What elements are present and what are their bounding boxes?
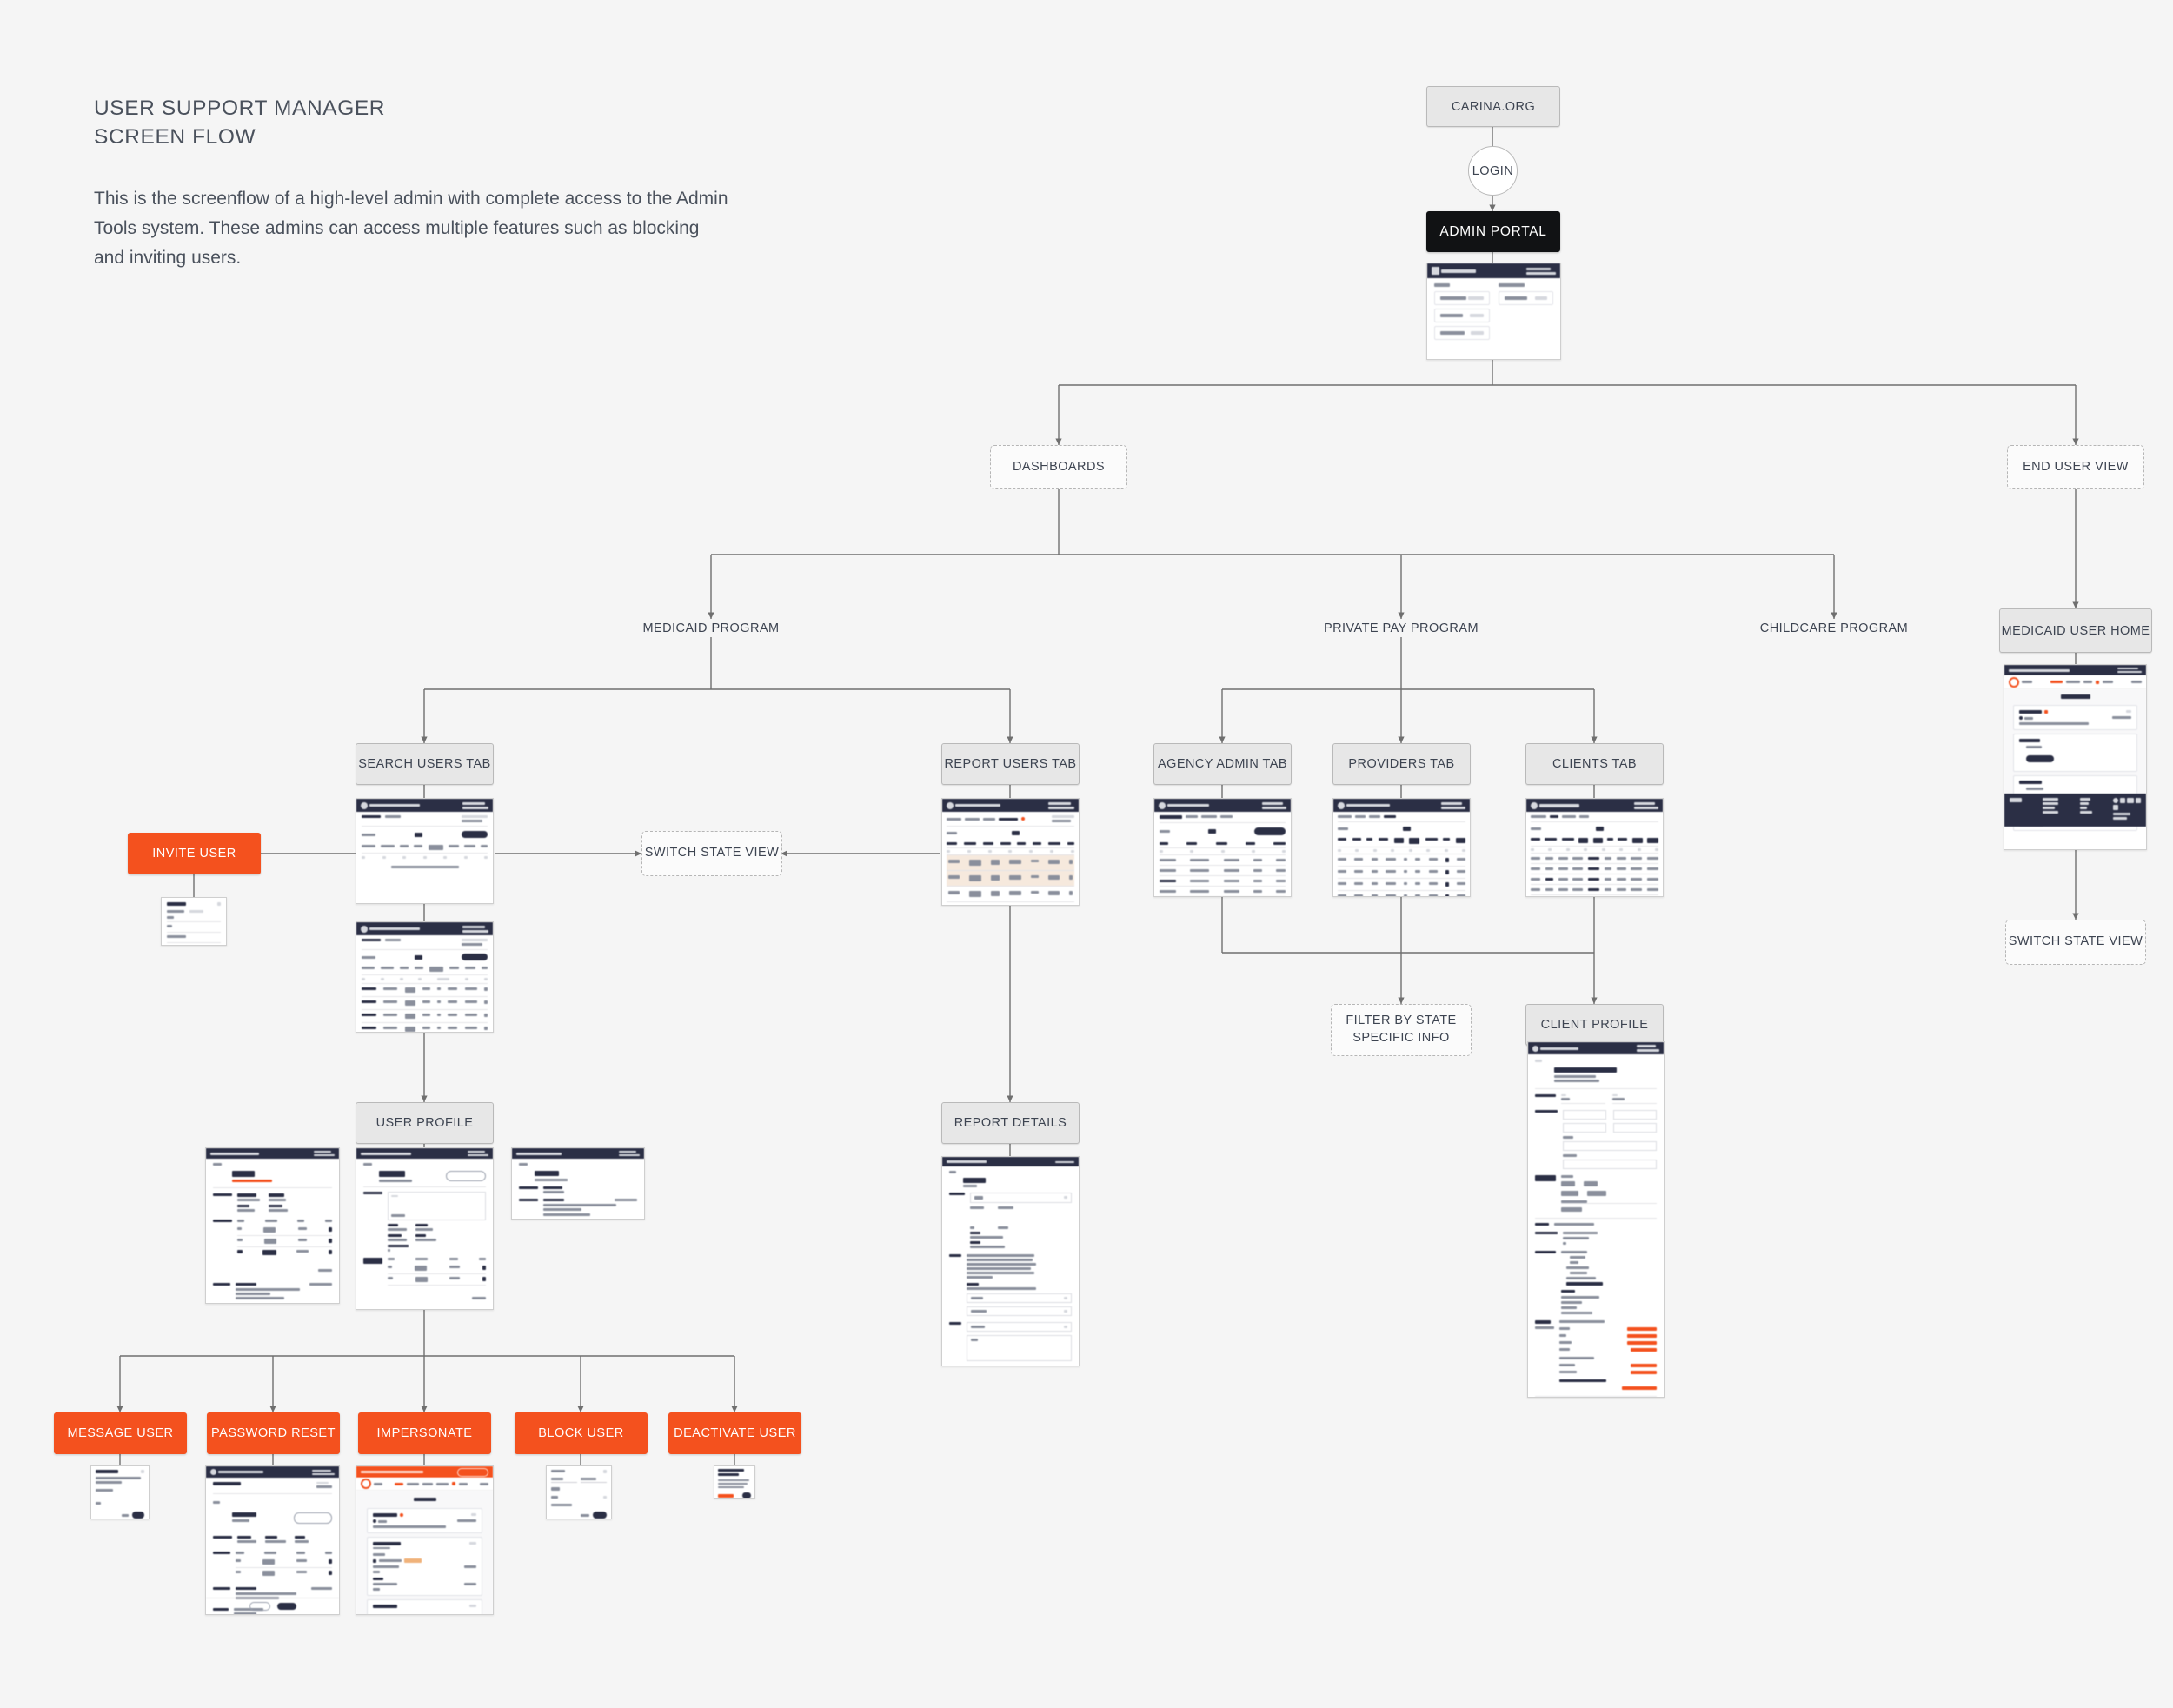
node-switch-state-view-enduser[interactable]: SWITCH STATE VIEW [2005, 920, 2146, 965]
node-medicaid-user-home-label: MEDICAID USER HOME [2001, 623, 2150, 638]
node-deactivate-user[interactable]: DEACTIVATE USER [668, 1412, 801, 1454]
node-agency-admin-tab-label: AGENCY ADMIN TAB [1157, 757, 1287, 771]
thumbnail-providers-tab[interactable] [1332, 798, 1471, 897]
node-end-user-view-label: END USER VIEW [2023, 459, 2129, 474]
thumbnail-medicaid-user-home[interactable] [2004, 664, 2147, 850]
page-title-line2: SCREEN FLOW [94, 125, 256, 150]
node-password-reset[interactable]: PASSWORD RESET [207, 1412, 340, 1454]
node-client-profile[interactable]: CLIENT PROFILE [1525, 1004, 1664, 1046]
node-providers-tab-label: PROVIDERS TAB [1348, 757, 1455, 771]
thumbnail-user-profile-account[interactable] [511, 1147, 645, 1220]
node-filter-by-state-specific-info[interactable]: FILTER BY STATE SPECIFIC INFO [1331, 1004, 1472, 1056]
node-client-profile-label: CLIENT PROFILE [1540, 1018, 1649, 1032]
thumbnail-agency-admin-tab[interactable] [1153, 798, 1292, 897]
thumbnail-admin-portal[interactable] [1426, 263, 1561, 360]
node-providers-tab[interactable]: PROVIDERS TAB [1332, 743, 1471, 785]
title-block: USER SUPPORT MANAGER SCREEN FLOW This is… [94, 94, 754, 273]
node-dashboards[interactable]: DASHBOARDS [990, 445, 1127, 489]
node-end-user-view[interactable]: END USER VIEW [2007, 445, 2144, 489]
thumbnail-block-user-modal[interactable] [546, 1465, 612, 1519]
node-switch-state-view-medicaid[interactable]: SWITCH STATE VIEW [641, 831, 782, 876]
node-switch-state-view-medicaid-label: SWITCH STATE VIEW [644, 846, 780, 861]
node-report-users-tab-label: REPORT USERS TAB [944, 757, 1077, 771]
thumbnail-search-results[interactable] [356, 921, 494, 1033]
node-switch-state-view-enduser-label: SWITCH STATE VIEW [2008, 934, 2143, 949]
thumbnail-message-user-modal[interactable] [90, 1465, 150, 1519]
thumbnail-report-details[interactable] [941, 1156, 1080, 1366]
node-invite-user-label: INVITE USER [152, 847, 236, 861]
node-admin-portal[interactable]: ADMIN PORTAL [1426, 211, 1560, 252]
thumbnail-impersonate[interactable] [356, 1465, 494, 1615]
page-description: This is the screenflow of a high-level a… [94, 188, 728, 269]
node-deactivate-user-label: DEACTIVATE USER [674, 1426, 796, 1440]
node-message-user-label: MESSAGE USER [67, 1426, 174, 1440]
thumbnail-deactivate-user-modal[interactable] [714, 1465, 755, 1499]
thumbnail-clients-tab[interactable] [1525, 798, 1664, 897]
thumbnail-user-profile-overview[interactable] [205, 1147, 340, 1304]
node-medicaid-program-label: MEDICAID PROGRAM [642, 621, 780, 635]
node-agency-admin-tab[interactable]: AGENCY ADMIN TAB [1153, 743, 1292, 785]
node-childcare-program[interactable]: CHILDCARE PROGRAM [1730, 619, 1938, 638]
node-carina-org[interactable]: CARINA.ORG [1426, 86, 1560, 127]
node-admin-portal-label: ADMIN PORTAL [1439, 223, 1547, 239]
node-message-user[interactable]: MESSAGE USER [54, 1412, 187, 1454]
node-search-users-tab-label: SEARCH USERS TAB [358, 757, 491, 771]
node-login[interactable]: LOGIN [1468, 146, 1518, 196]
thumbnail-invite-user-modal[interactable] [161, 897, 227, 946]
thumbnail-client-profile[interactable] [1527, 1041, 1665, 1398]
node-clients-tab[interactable]: CLIENTS TAB [1525, 743, 1664, 785]
node-invite-user[interactable]: INVITE USER [128, 833, 261, 874]
node-impersonate[interactable]: IMPERSONATE [358, 1412, 491, 1454]
node-user-profile[interactable]: USER PROFILE [356, 1102, 494, 1144]
node-clients-tab-label: CLIENTS TAB [1552, 757, 1638, 771]
node-impersonate-label: IMPERSONATE [376, 1426, 473, 1440]
node-block-user-label: BLOCK USER [538, 1426, 624, 1440]
node-search-users-tab[interactable]: SEARCH USERS TAB [356, 743, 494, 785]
node-filter-by-state-label: FILTER BY STATE SPECIFIC INFO [1346, 1014, 1457, 1045]
node-childcare-program-label: CHILDCARE PROGRAM [1759, 621, 1909, 635]
node-medicaid-user-home[interactable]: MEDICAID USER HOME [1999, 608, 2152, 653]
node-report-details[interactable]: REPORT DETAILS [941, 1102, 1080, 1144]
node-user-profile-label: USER PROFILE [375, 1116, 474, 1130]
thumbnail-user-profile-edit[interactable] [356, 1147, 494, 1310]
node-medicaid-program[interactable]: MEDICAID PROGRAM [607, 619, 815, 638]
node-dashboards-label: DASHBOARDS [1012, 459, 1106, 474]
node-private-pay-program-label: PRIVATE PAY PROGRAM [1323, 621, 1479, 635]
node-private-pay-program[interactable]: PRIVATE PAY PROGRAM [1297, 619, 1505, 638]
node-report-users-tab[interactable]: REPORT USERS TAB [941, 743, 1080, 785]
node-report-details-label: REPORT DETAILS [954, 1116, 1067, 1130]
thumbnail-password-reset[interactable] [205, 1465, 340, 1615]
thumbnail-report-users-tab[interactable] [941, 798, 1080, 906]
page-title-line1: USER SUPPORT MANAGER [94, 96, 386, 120]
node-login-label: LOGIN [1472, 163, 1514, 178]
thumbnail-search-users-tab[interactable] [356, 798, 494, 904]
node-carina-org-label: CARINA.ORG [1451, 99, 1536, 114]
node-block-user[interactable]: BLOCK USER [515, 1412, 648, 1454]
node-password-reset-label: PASSWORD RESET [211, 1426, 336, 1440]
